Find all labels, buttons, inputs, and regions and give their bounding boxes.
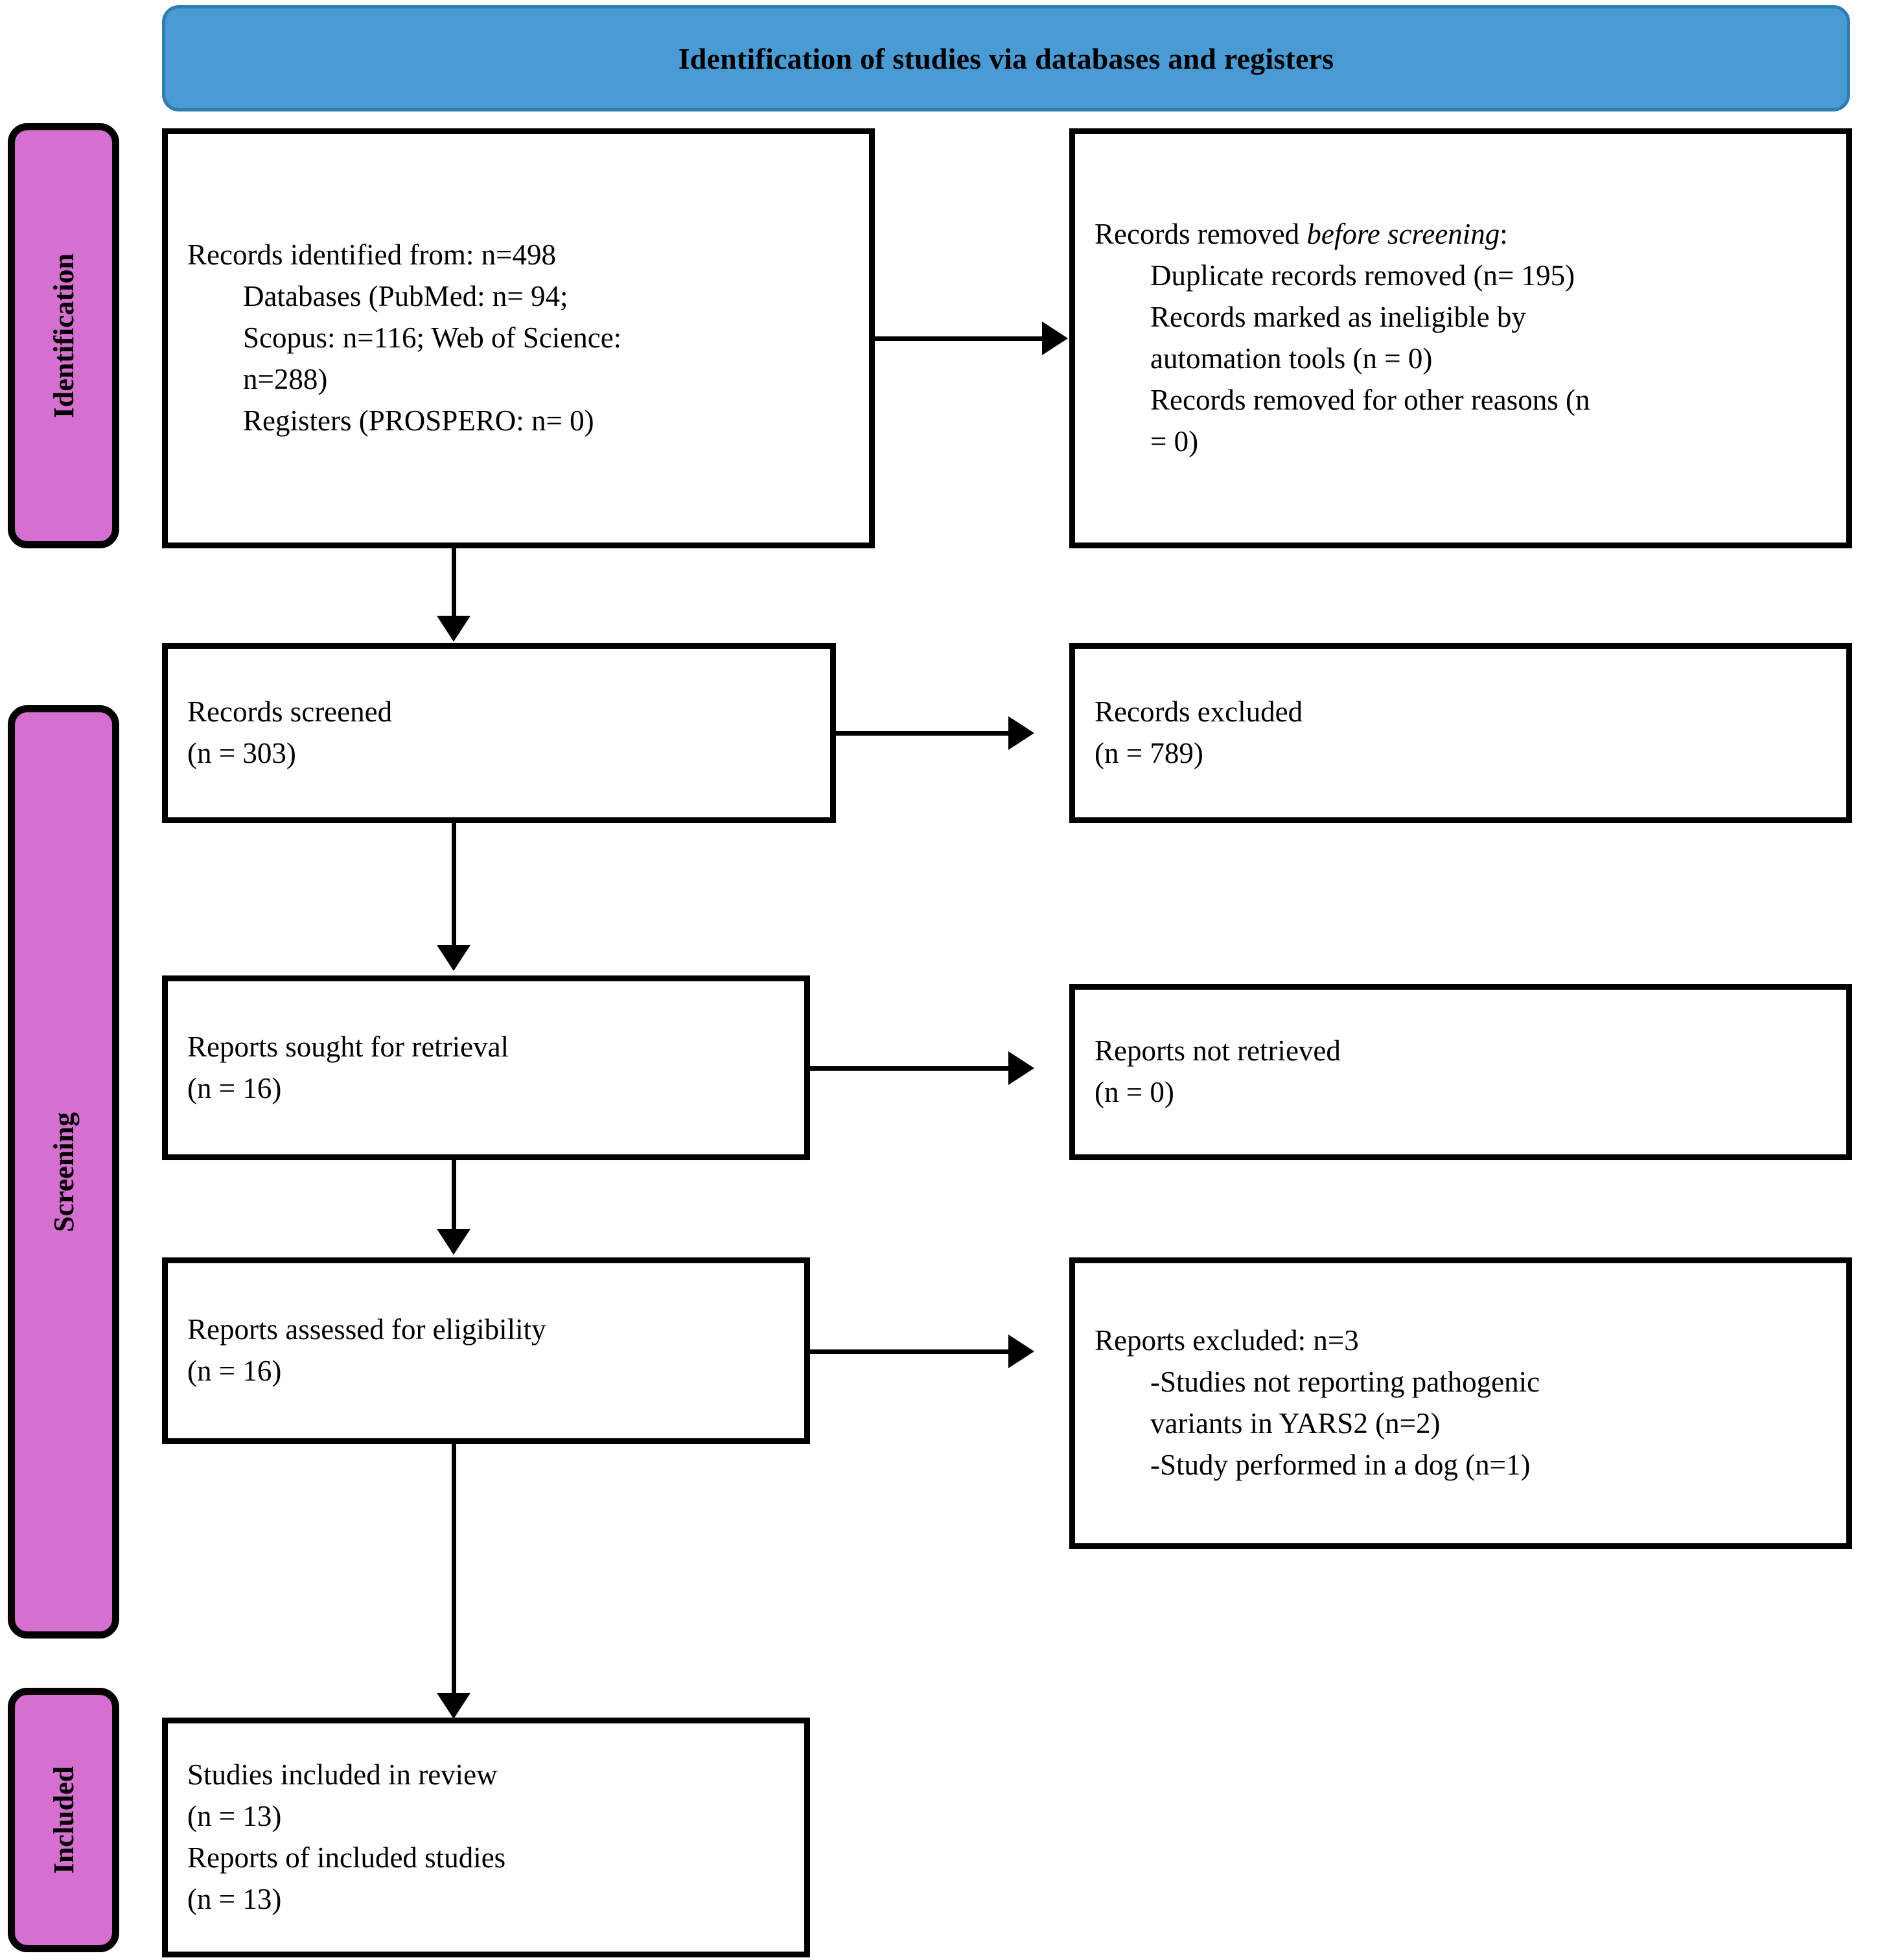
records-identified-line-3: Scopus: n=116; Web of Science:: [243, 321, 622, 355]
connector-screened-to-sought: [452, 823, 456, 948]
arrow-sought-to-not-retrieved: [1008, 1051, 1034, 1085]
connector-sought-to-not-retrieved: [810, 1066, 1011, 1071]
phase-label-screening: Screening: [8, 705, 119, 1639]
records-removed-line-5: Records removed for other reasons (n: [1150, 383, 1590, 416]
included-line-1: Studies included in review: [187, 1758, 498, 1791]
box-records-screened: Records screened (n = 303): [162, 643, 836, 823]
banner-title: Identification of studies via databases …: [678, 41, 1334, 75]
box-records-identified: Records identified from: n=498 Databases…: [162, 128, 875, 548]
reports-excluded-line-1: Reports excluded: n=3: [1095, 1324, 1359, 1357]
reports-assessed-line-1: Reports assessed for eligibility: [187, 1313, 546, 1346]
connector-screened-to-excluded: [836, 731, 1011, 736]
connector-identified-to-screened: [452, 548, 456, 620]
reports-assessed-line-2: (n = 16): [187, 1355, 282, 1387]
records-identified-line-4: n=288): [243, 362, 328, 395]
included-line-3: Reports of included studies: [187, 1841, 506, 1874]
diagram-header-banner: Identification of studies via databases …: [162, 5, 1850, 111]
phase-label-identification-text: Identification: [47, 253, 80, 419]
arrow-sought-to-assessed: [437, 1229, 470, 1255]
records-identified-line-5: Registers (PROSPERO: n= 0): [243, 404, 594, 437]
records-removed-line-6: = 0): [1150, 425, 1199, 458]
box-reports-not-retrieved: Reports not retrieved (n = 0): [1069, 984, 1852, 1160]
records-removed-line-1-emphasis: before screening: [1306, 218, 1500, 251]
box-reports-excluded: Reports excluded: n=3 -Studies not repor…: [1069, 1257, 1852, 1549]
connector-sought-to-assessed: [452, 1160, 456, 1231]
records-removed-line-4: automation tools (n = 0): [1150, 342, 1433, 375]
records-excluded-line-2: (n = 789): [1095, 737, 1203, 769]
box-records-excluded: Records excluded (n = 789): [1069, 643, 1852, 823]
records-removed-line-1-prefix: Records removed: [1095, 218, 1307, 251]
phase-label-screening-text: Screening: [47, 1112, 80, 1232]
included-line-4: (n = 13): [187, 1882, 282, 1915]
box-studies-included-in-review: Studies included in review (n = 13) Repo…: [162, 1718, 810, 1957]
arrow-screened-to-sought: [437, 945, 470, 971]
records-identified-line-1: Records identified from: n=498: [187, 239, 557, 272]
phase-label-included-text: Included: [47, 1766, 80, 1874]
arrow-screened-to-excluded: [1008, 716, 1034, 750]
records-removed-line-1-suffix: :: [1500, 218, 1508, 251]
records-screened-line-1: Records screened: [187, 695, 393, 729]
records-removed-line-1: Records removed before screening:: [1095, 214, 1827, 255]
arrow-identified-to-screened: [437, 616, 470, 642]
reports-sought-line-1: Reports sought for retrieval: [187, 1030, 509, 1063]
reports-not-retrieved-line-2: (n = 0): [1095, 1076, 1174, 1108]
reports-excluded-line-4: -Study performed in a dog (n=1): [1150, 1448, 1531, 1481]
records-screened-line-2: (n = 303): [187, 737, 296, 769]
phase-label-identification: Identification: [8, 123, 119, 548]
records-removed-line-3: Records marked as ineligible by: [1150, 301, 1526, 334]
arrow-assessed-to-included: [437, 1693, 470, 1719]
records-identified-line-2: Databases (PubMed: n= 94;: [243, 280, 568, 313]
records-removed-line-2: Duplicate records removed (n= 195): [1150, 259, 1575, 292]
box-reports-sought-for-retrieval: Reports sought for retrieval (n = 16): [162, 975, 810, 1160]
records-excluded-line-1: Records excluded: [1095, 695, 1303, 729]
reports-not-retrieved-line-1: Reports not retrieved: [1095, 1034, 1341, 1068]
arrow-assessed-to-reports-excluded: [1008, 1335, 1034, 1368]
arrow-identified-to-removed: [1042, 321, 1068, 355]
connector-assessed-to-reports-excluded: [810, 1349, 1011, 1354]
reports-excluded-line-3: variants in YARS2 (n=2): [1150, 1407, 1441, 1440]
included-line-2: (n = 13): [187, 1800, 282, 1833]
connector-assessed-to-included: [452, 1444, 456, 1697]
box-records-removed-before-screening: Records removed before screening: Duplic…: [1069, 128, 1852, 548]
reports-excluded-line-2: -Studies not reporting pathogenic: [1150, 1366, 1540, 1399]
phase-label-included: Included: [8, 1688, 119, 1952]
connector-identified-to-removed: [875, 336, 1045, 341]
reports-sought-line-2: (n = 16): [187, 1071, 282, 1104]
box-reports-assessed-for-eligibility: Reports assessed for eligibility (n = 16…: [162, 1257, 810, 1444]
